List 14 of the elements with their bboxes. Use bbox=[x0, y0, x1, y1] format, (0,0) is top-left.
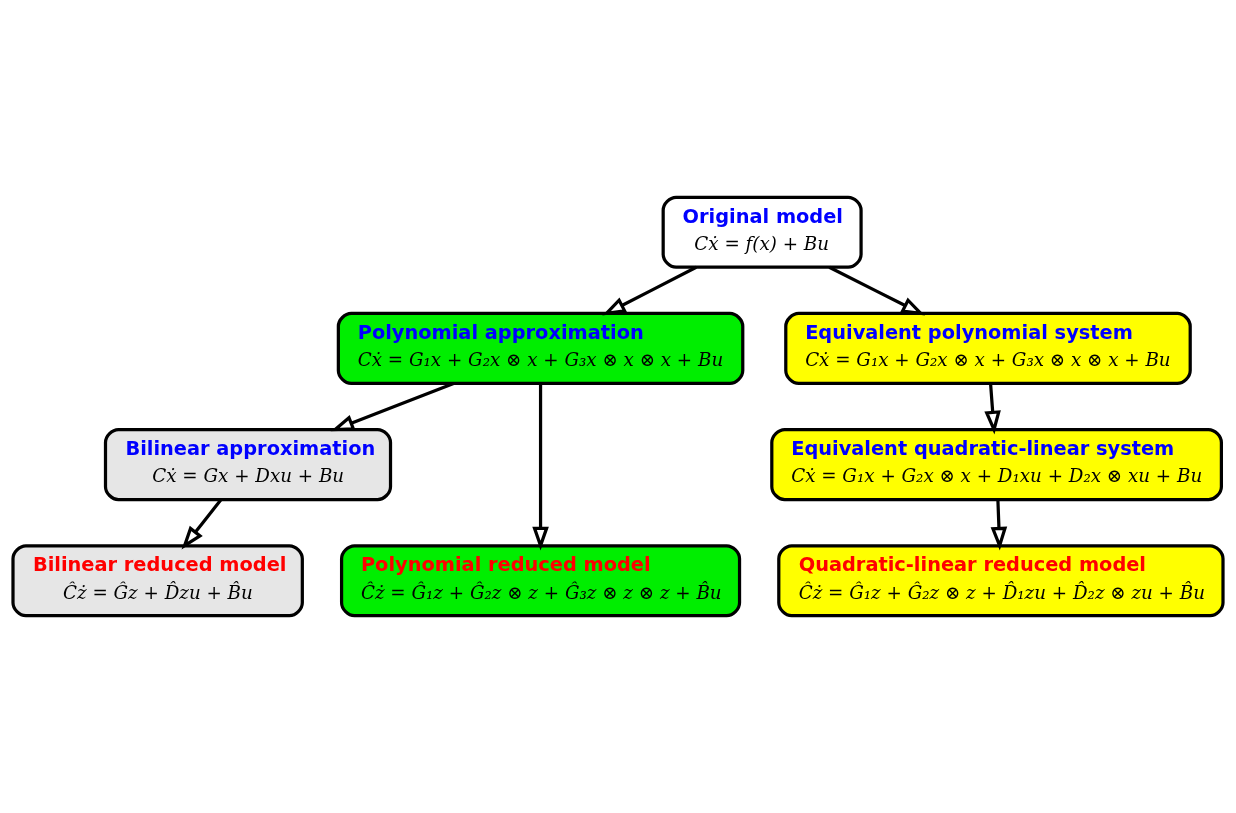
node-box: Polynomial reduced model Ĉż = Ĝ₁z + Ĝ₂z ⊗ z + Ĝ₃z ⊗ z ⊗ z + B̂u bbox=[339, 544, 742, 618]
node-box: Quadratic-linear reduced model Ĉż = Ĝ₁z + Ĝ₂z ⊗ z + D̂₁zu + D̂₂z ⊗ zu + B̂u bbox=[777, 544, 1225, 618]
arrow bbox=[602, 265, 697, 316]
arrow bbox=[181, 498, 223, 550]
arrow bbox=[984, 383, 1001, 435]
node-box: Original model Cẋ = f(x) + Bu bbox=[661, 195, 863, 269]
node-box: Bilinear approximation Cẋ = Gx + Dxu + Bu bbox=[103, 428, 393, 502]
node-box: Equivalent quadratic-linear system Cẋ = G₁x + G₂x ⊗ x + D₁xu + D₂x ⊗ xu + Bu bbox=[770, 428, 1223, 502]
arrow bbox=[532, 383, 549, 551]
arrow bbox=[828, 265, 926, 316]
node-box: Polynomial approximation Cẋ = G₁x + G₂x ⊗ x + G₃x ⊗ x ⊗ x + Bu bbox=[336, 311, 745, 385]
node-box: Bilinear reduced model Ĉż = Ĝz + D̂zu + B̂u bbox=[11, 544, 304, 618]
arrow bbox=[990, 499, 1008, 551]
node-box: Equivalent polynomial system Cẋ = G₁x + G₂x ⊗ x + G₃x ⊗ x ⊗ x + Bu bbox=[784, 311, 1192, 385]
